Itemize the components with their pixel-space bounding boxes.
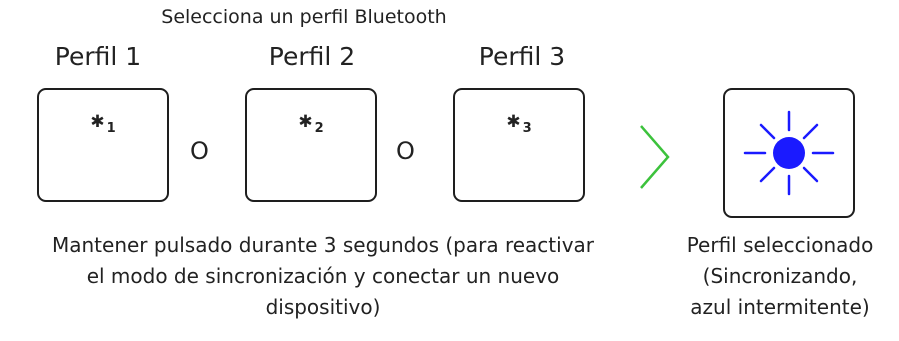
profile-3-key: ✱3 (453, 88, 585, 202)
instruction-text: Mantener pulsado durante 3 segundos (par… (0, 230, 646, 323)
selected-caption-line: (Sincronizando, (702, 264, 858, 288)
instruction-line: Mantener pulsado durante 3 segundos (par… (51, 233, 595, 257)
profile-3-label: Perfil 3 (478, 42, 566, 71)
profile-1-label: Perfil 1 (54, 42, 142, 71)
selected-caption-line: azul intermitente) (690, 295, 870, 319)
or-separator: O (396, 137, 415, 165)
diagram-title: Selecciona un perfil Bluetooth (161, 6, 447, 28)
bluetooth-icon: ✱ (90, 112, 105, 132)
key-number: 2 (314, 121, 324, 136)
instruction-line: el modo de sincronización y conectar un … (86, 264, 560, 288)
chevron-right-icon (640, 125, 670, 189)
profile-2-label: Perfil 2 (268, 42, 356, 71)
blinking-light-icon (743, 110, 835, 196)
bluetooth-icon: ✱ (298, 112, 313, 132)
profile-2-key: ✱2 (245, 88, 377, 202)
selected-profile-key (723, 88, 855, 218)
key-number: 1 (106, 121, 116, 136)
profile-1-key: ✱1 (37, 88, 169, 202)
selected-caption: Perfil seleccionado (Sincronizando, azul… (664, 230, 896, 323)
bluetooth-icon: ✱ (506, 112, 521, 132)
or-separator: O (190, 137, 209, 165)
instruction-line: dispositivo) (265, 295, 381, 319)
key-number: 3 (522, 121, 532, 136)
selected-caption-line: Perfil seleccionado (686, 233, 874, 257)
